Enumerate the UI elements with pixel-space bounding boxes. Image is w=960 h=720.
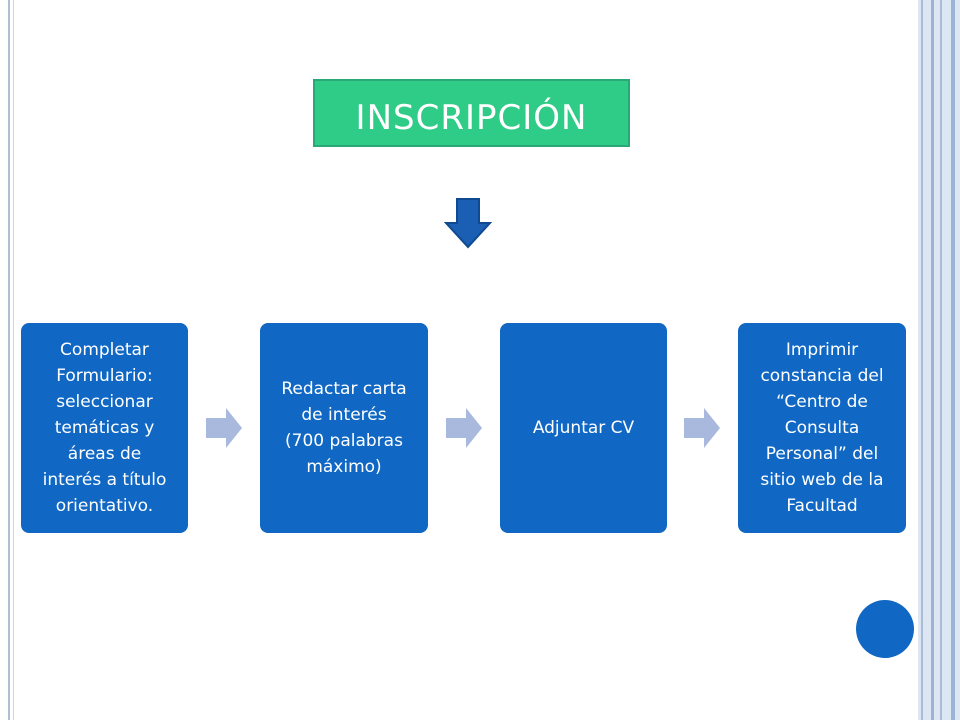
frame-line-left-inner xyxy=(13,0,14,720)
circle-icon xyxy=(856,600,914,658)
frame-line-right-4 xyxy=(951,0,955,720)
step-label: Adjuntar CV xyxy=(532,418,635,438)
frame-line-right-2 xyxy=(931,0,934,720)
chevron-right-icon xyxy=(206,408,242,448)
step-label: Imprimir constancia del “Centro de Consu… xyxy=(760,340,884,516)
frame-line-left xyxy=(8,0,10,720)
step-box-redactar-carta: Redactar carta de interés (700 palabras … xyxy=(260,323,428,533)
down-arrow-icon xyxy=(444,198,492,249)
step-label: Completar Formulario: seleccionar temáti… xyxy=(42,340,167,516)
step-box-completar-formulario: Completar Formulario: seleccionar temáti… xyxy=(21,323,188,533)
title-box: INSCRIPCIÓN xyxy=(313,79,630,147)
step-box-imprimir-constancia: Imprimir constancia del “Centro de Consu… xyxy=(738,323,906,533)
title-text: INSCRIPCIÓN xyxy=(355,98,588,138)
chevron-right-icon xyxy=(446,408,482,448)
step-label: Redactar carta de interés (700 palabras … xyxy=(281,379,407,477)
frame-line-right-3 xyxy=(940,0,942,720)
frame-line-right-1 xyxy=(921,0,923,720)
step-box-adjuntar-cv: Adjuntar CV xyxy=(500,323,667,533)
chevron-right-icon xyxy=(684,408,720,448)
